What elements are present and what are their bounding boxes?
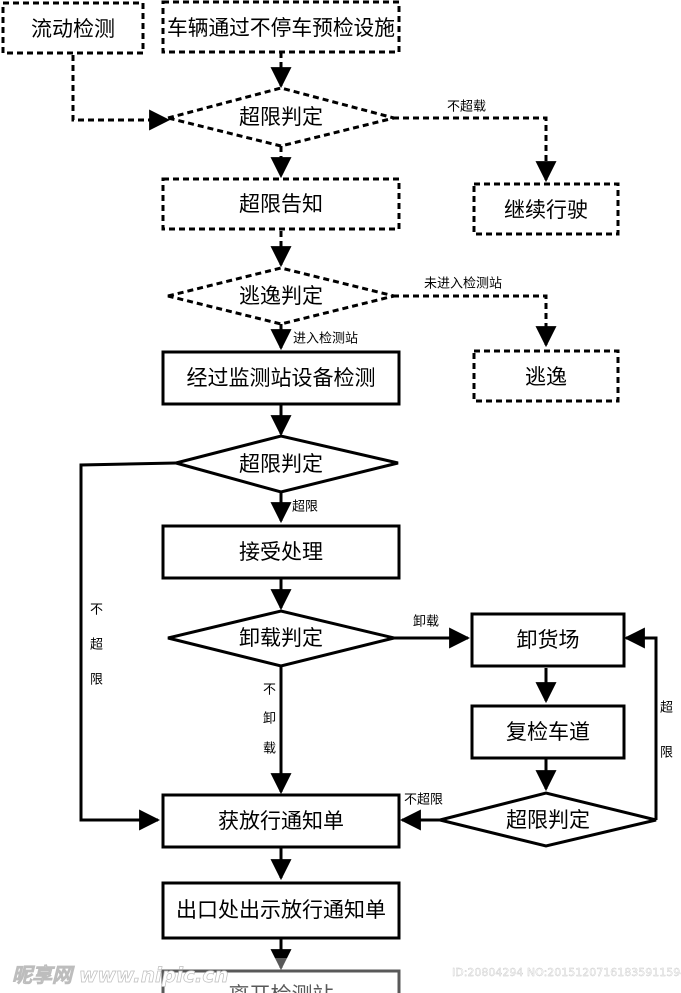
label-station-check: 经过监测站设备检测 bbox=[187, 366, 376, 390]
label-overlimit-judge-1: 超限判定 bbox=[239, 105, 323, 129]
node-accept-processing-box bbox=[161, 524, 401, 580]
edge-label-entered-station: 进入检测站 bbox=[293, 332, 358, 347]
node-overlimit-judge-1-shape bbox=[167, 86, 395, 148]
watermark-logo: 昵享网 www.nipic.cn bbox=[12, 963, 229, 987]
label-exit-show-notice: 出口处出示放行通知单 bbox=[176, 898, 386, 922]
node-continue-driving-box bbox=[472, 182, 620, 236]
label-overlimit-judge-3: 超限判定 bbox=[506, 808, 590, 832]
label-unload-judge: 卸载判定 bbox=[239, 626, 323, 650]
label-overlimit-notice: 超限告知 bbox=[239, 192, 323, 216]
dashed-nodes bbox=[1, 0, 620, 403]
edge-mobile-to-judge1 bbox=[71, 55, 171, 131]
node-unload-judge-shape bbox=[167, 609, 395, 668]
watermark-id: ID:20804294 NO:20151207161835911594 bbox=[452, 966, 681, 979]
node-exit-notice-box bbox=[161, 881, 401, 940]
label-escape-judge: 逃逸判定 bbox=[239, 284, 323, 308]
edge-judge2-to-release bbox=[79, 461, 177, 831]
edge-judge1-to-continue bbox=[393, 116, 557, 183]
node-nonstop-precheck-box bbox=[161, 0, 401, 54]
node-station-check-box bbox=[161, 350, 401, 406]
edge-label-not-entered-station: 未进入检测站 bbox=[424, 277, 502, 292]
edge-label-not-overlimit-v0: 不 bbox=[90, 603, 103, 618]
label-overlimit-judge-2: 超限判定 bbox=[239, 452, 323, 476]
edge-label-not-overlimit-v1: 超 bbox=[90, 638, 103, 653]
node-overlimit-judge-3-shape bbox=[439, 791, 657, 848]
node-escape-judge-shape bbox=[167, 266, 395, 326]
label-release-notice: 获放行通知单 bbox=[218, 809, 344, 833]
node-labels: 流动检测 车辆通过不停车预检设施 超限判定 超限告知 继续行驶 逃逸判定 逃逸 … bbox=[31, 16, 590, 993]
edge-label-not-overloaded: 不超载 bbox=[447, 100, 486, 115]
edge-label-not-unload-v2: 载 bbox=[263, 742, 276, 757]
edge-label-not-overlimit-v2: 限 bbox=[90, 673, 103, 688]
edge-label-overlimit-v1: 限 bbox=[660, 746, 673, 761]
node-recheck-lane-box bbox=[470, 704, 626, 760]
label-recheck-lane: 复检车道 bbox=[506, 720, 590, 744]
watermark-band bbox=[0, 958, 681, 993]
label-nonstop-precheck: 车辆通过不停车预检设施 bbox=[167, 16, 395, 40]
node-release-notice-box bbox=[161, 793, 401, 849]
label-escape: 逃逸 bbox=[525, 365, 567, 389]
node-unloading-yard-box bbox=[470, 612, 626, 668]
edge-escape-judge-to-escape bbox=[393, 294, 557, 348]
dashed-connectors bbox=[71, 52, 557, 351]
solid-nodes bbox=[161, 350, 657, 993]
solid-connectors bbox=[79, 404, 658, 971]
label-unloading-yard: 卸货场 bbox=[517, 628, 580, 652]
node-overlimit-judge-2-shape bbox=[170, 434, 399, 494]
edge-label-overlimit-v0: 超 bbox=[660, 701, 673, 716]
label-continue-driving: 继续行驶 bbox=[504, 198, 588, 222]
label-accept-processing: 接受处理 bbox=[239, 540, 323, 564]
edge-label-unload: 卸载 bbox=[413, 614, 439, 630]
node-leave-station-box bbox=[161, 969, 401, 993]
watermark: 昵享网 www.nipic.cn ID:20804294 NO:20151207… bbox=[0, 958, 681, 993]
edge-label-not-overlimit-2: 不超限 bbox=[404, 793, 443, 808]
edge-judge3-to-yard bbox=[623, 627, 658, 820]
label-leave-station: 离开检测站 bbox=[229, 983, 334, 993]
node-mobile-detection-box bbox=[1, 1, 145, 55]
edge-label-overlimit: 超限 bbox=[292, 500, 318, 515]
edge-label-not-unload-v1: 卸 bbox=[263, 711, 276, 727]
node-escape-box bbox=[472, 349, 620, 403]
edge-label-not-unload-v0: 不 bbox=[263, 683, 276, 698]
node-overlimit-notice-box bbox=[161, 177, 401, 231]
label-mobile-detection: 流动检测 bbox=[31, 17, 115, 41]
edge-labels: 不超载 未进入检测站 进入检测站 超限 卸载 不超限 不 超 限 不 卸 载 超… bbox=[90, 100, 673, 808]
